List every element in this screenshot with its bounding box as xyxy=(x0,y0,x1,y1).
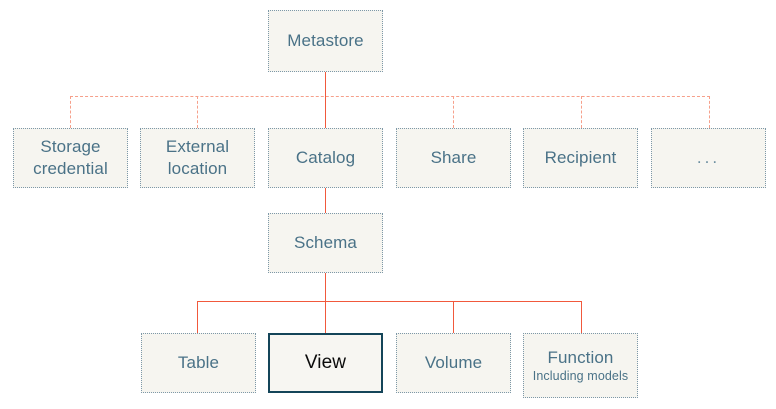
node-volume[interactable]: Volume xyxy=(396,333,511,393)
connector-catalog-to-schema xyxy=(325,188,326,213)
node-view[interactable]: View xyxy=(268,333,383,393)
node-metastore-label: Metastore xyxy=(287,31,364,51)
connector-bus-to-catalog xyxy=(325,96,326,128)
node-table-label: Table xyxy=(177,353,220,373)
node-recipient[interactable]: Recipient xyxy=(523,128,638,188)
node-function-label: Function xyxy=(547,347,614,367)
connector-bus-to-recipient xyxy=(581,96,582,128)
node-more[interactable]: ... xyxy=(651,128,766,188)
node-external-location-label: External location xyxy=(165,137,230,178)
node-external-location[interactable]: External location xyxy=(140,128,255,188)
node-function[interactable]: Function Including models xyxy=(523,333,638,398)
connector-metastore-to-bus xyxy=(325,72,326,96)
node-volume-label: Volume xyxy=(424,353,483,373)
node-more-label: ... xyxy=(696,148,721,168)
node-schema-label: Schema xyxy=(294,233,357,253)
node-share-label: Share xyxy=(430,148,477,168)
node-function-sublabel: Including models xyxy=(532,369,629,384)
connector-bus-to-function xyxy=(581,301,582,333)
connector-bus-to-more xyxy=(709,96,710,128)
node-share[interactable]: Share xyxy=(396,128,511,188)
connector-bus-to-external-location xyxy=(197,96,198,128)
node-storage-credential[interactable]: Storage credential xyxy=(13,128,128,188)
connector-schema-to-bus xyxy=(325,273,326,333)
node-catalog-label: Catalog xyxy=(295,148,356,168)
connector-bus-to-table xyxy=(197,301,198,333)
node-view-label: View xyxy=(304,351,347,373)
node-recipient-label: Recipient xyxy=(544,148,617,168)
node-schema[interactable]: Schema xyxy=(268,213,383,273)
node-metastore[interactable]: Metastore xyxy=(268,10,383,72)
node-storage-credential-label: Storage credential xyxy=(33,137,108,178)
connector-bus-securables xyxy=(70,96,710,97)
connector-bus-to-volume xyxy=(453,301,454,333)
node-table[interactable]: Table xyxy=(141,333,256,393)
connector-bus-to-storage-credential xyxy=(70,96,71,128)
connector-bus-objects xyxy=(197,301,581,302)
connector-bus-to-share xyxy=(453,96,454,128)
node-catalog[interactable]: Catalog xyxy=(268,128,383,188)
